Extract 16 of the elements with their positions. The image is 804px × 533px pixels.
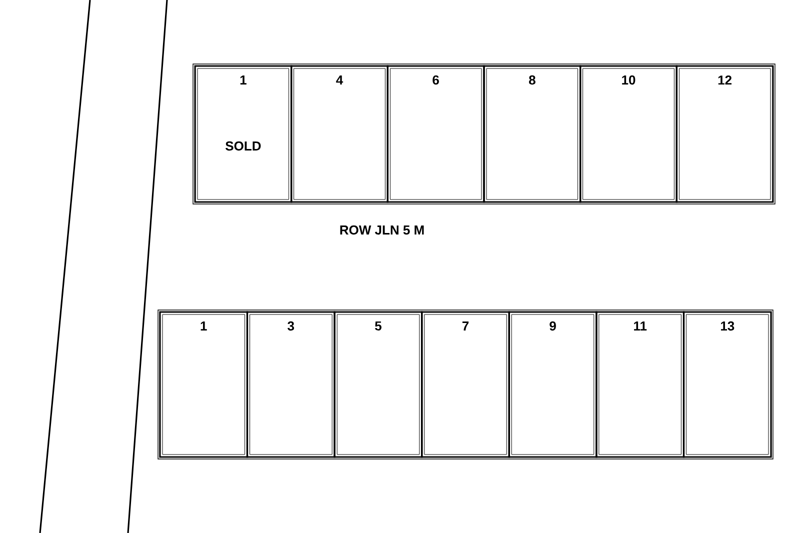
lot-box: 1 SOLD [194,65,292,203]
lot-box: 11 [596,311,685,458]
lot-box: 5 [334,311,423,458]
lot-box: 8 [483,65,582,203]
road-label: ROW JLN 5 M [340,225,424,235]
lot-box: 7 [421,311,510,458]
lot-box: 13 [682,311,772,458]
lot-box: 9 [508,311,598,458]
lot-box: 12 [676,65,774,203]
lot-box: 4 [290,65,388,203]
lot-box: 10 [580,65,678,203]
lot-box: 3 [246,311,336,458]
lot-box: 1 [159,311,248,458]
lot-box: 6 [386,65,485,203]
plot-frame [192,64,776,204]
plot-frame [158,310,774,460]
